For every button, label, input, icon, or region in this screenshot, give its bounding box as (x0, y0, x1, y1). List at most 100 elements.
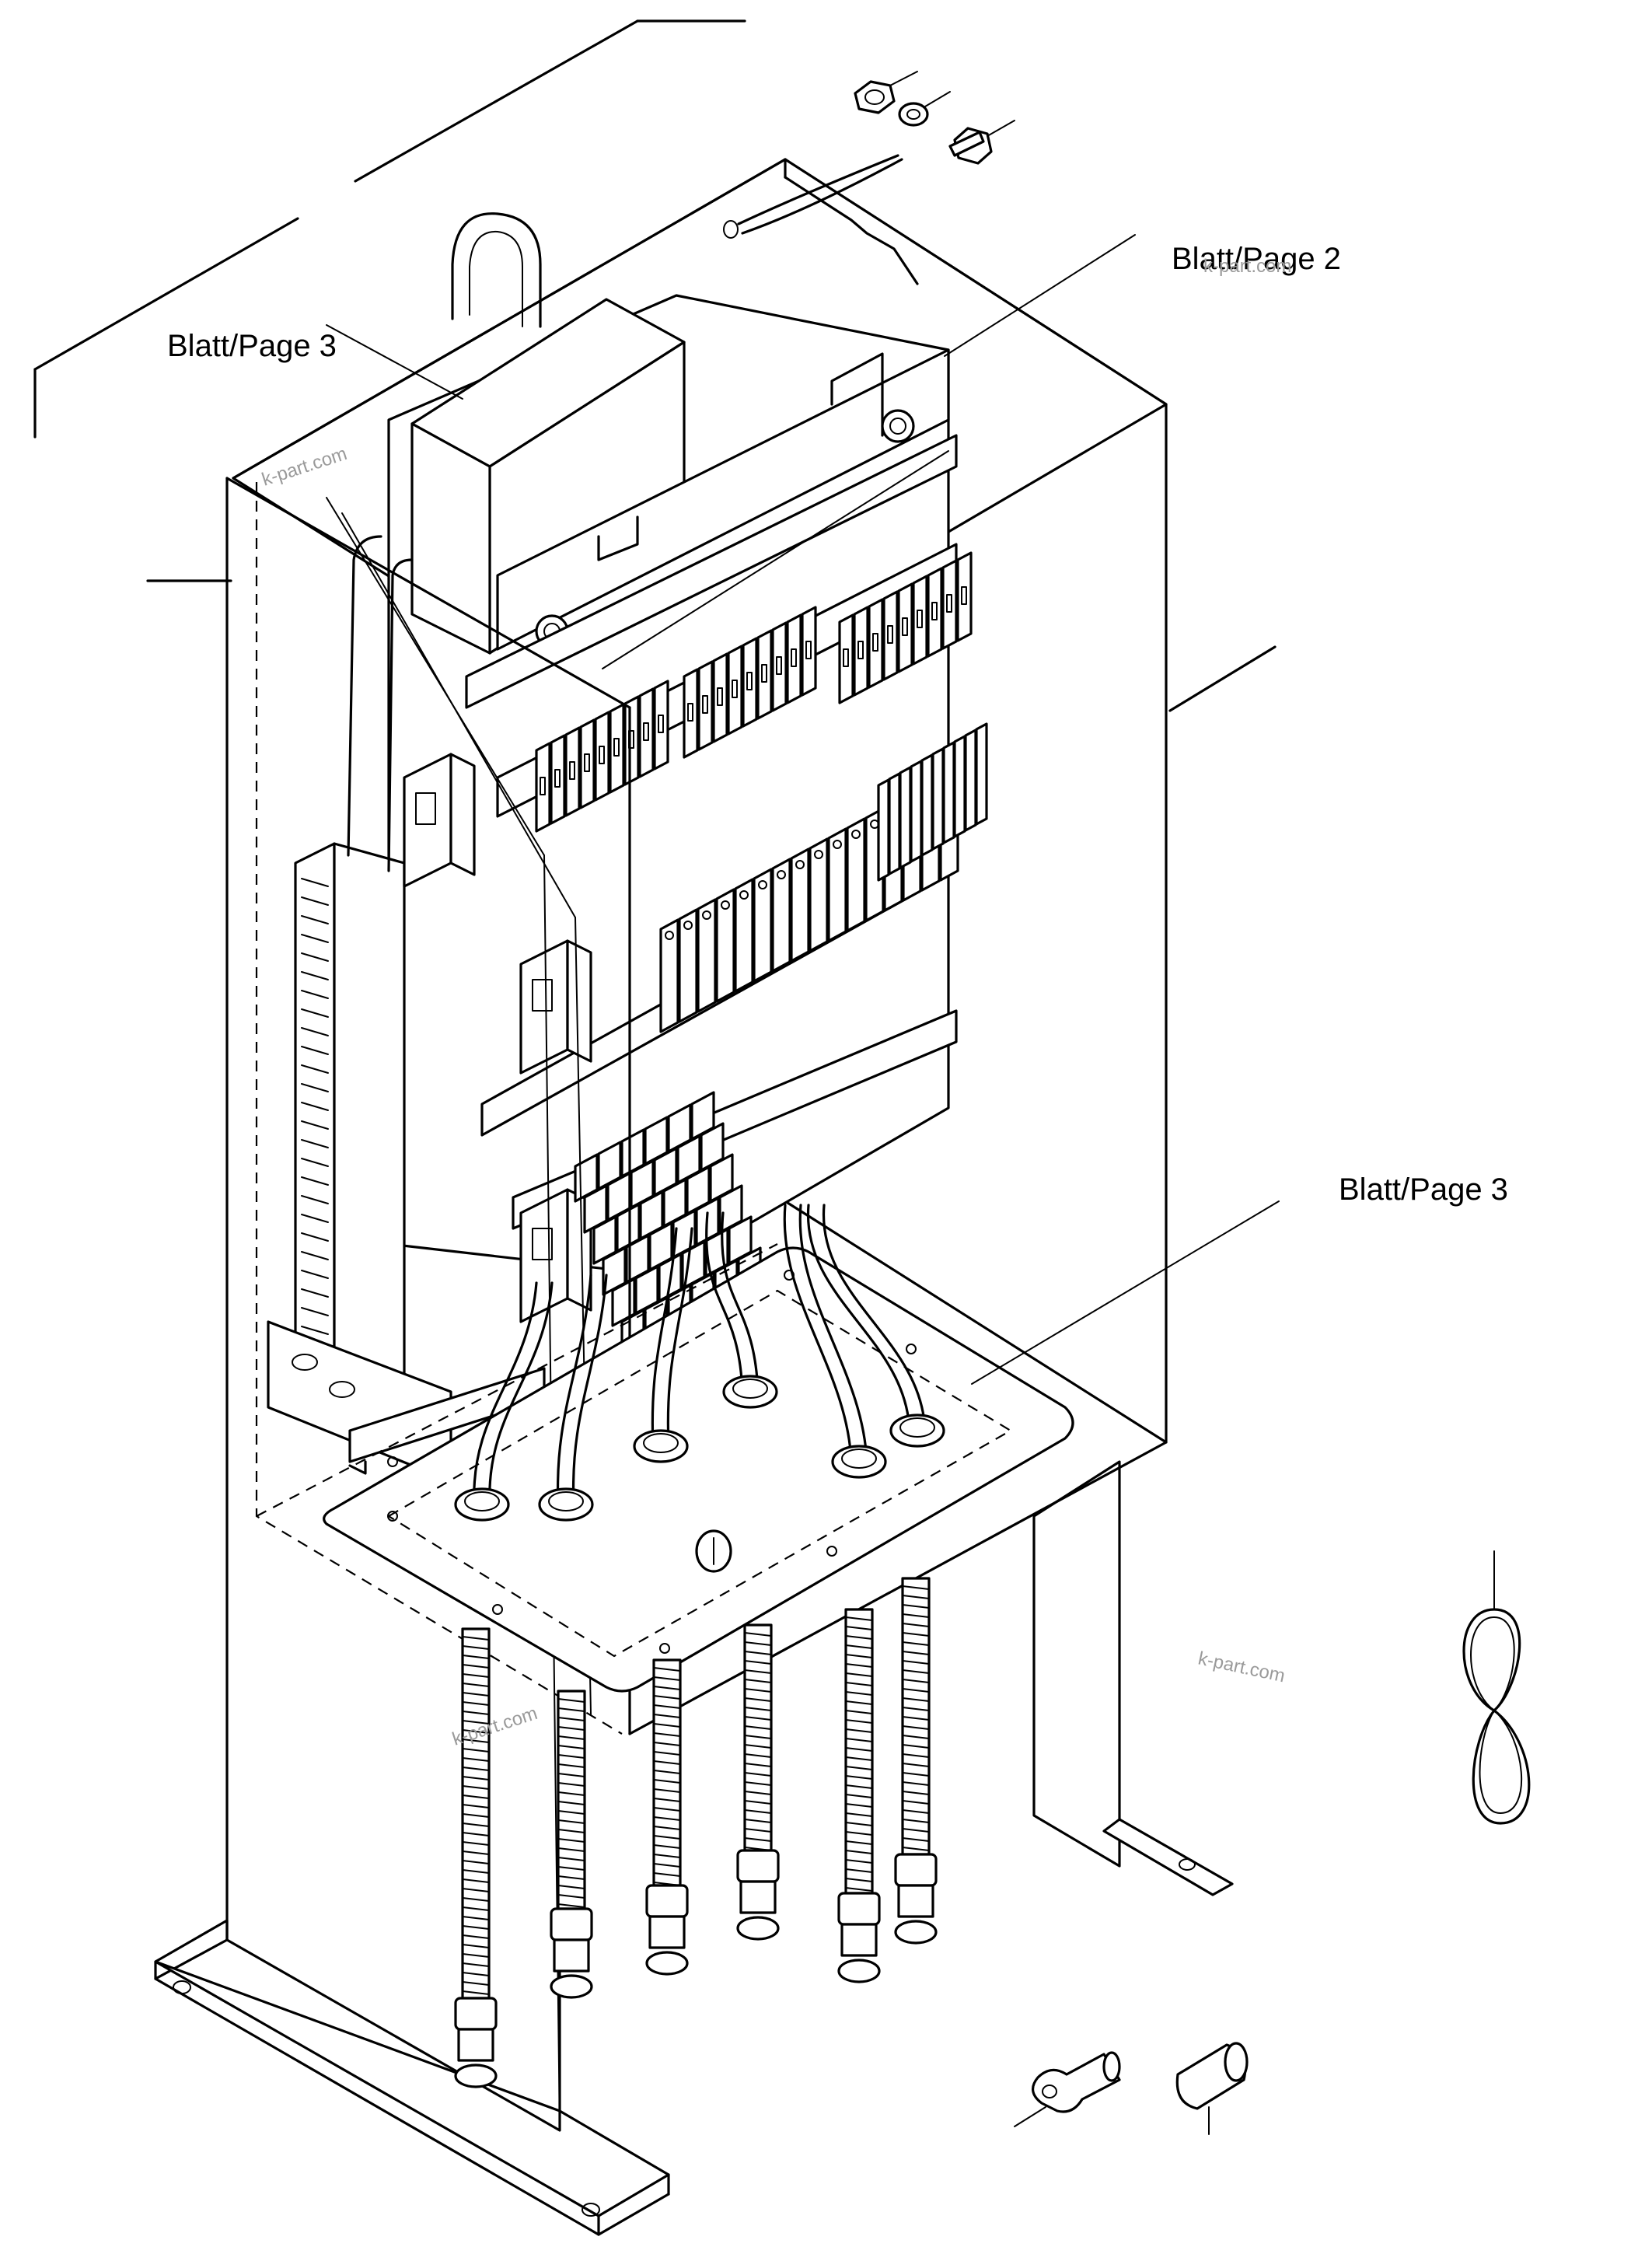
conduit-rib (902, 1716, 930, 1721)
terminal (838, 613, 854, 704)
terminal (801, 606, 817, 697)
relay-module (753, 868, 773, 983)
conduit-rib (462, 1683, 490, 1687)
connector-end (837, 1959, 881, 1983)
conduit-rib (462, 1934, 490, 1939)
terminal (964, 729, 977, 832)
conduit-rib (557, 1782, 585, 1787)
connector-nut (645, 1884, 689, 1918)
connector-nut (837, 1892, 881, 1926)
terminal-fuse (717, 687, 723, 706)
conduit-rib (653, 1732, 681, 1737)
conduit-rib (653, 1863, 681, 1868)
duct-slot (301, 1008, 329, 1018)
relay-indicator (739, 890, 749, 900)
conduit-rib (557, 1829, 585, 1833)
duct-slot (301, 971, 329, 980)
cable-tie-loop (1462, 1550, 1531, 1825)
connector-body (840, 1923, 878, 1957)
conduit-rib (462, 1981, 490, 1986)
contactor-side (449, 753, 476, 876)
conduit-rib (845, 1728, 873, 1733)
duct-slot (301, 878, 329, 887)
conduit-rib (845, 1794, 873, 1798)
conduit-rib (557, 1875, 585, 1880)
conduit-rib (744, 1809, 772, 1814)
terminal-fuse (569, 761, 575, 780)
conduit-rib (902, 1632, 930, 1637)
conduit-rib (557, 1866, 585, 1871)
conduit-rib (744, 1632, 772, 1637)
watermark-2: k-part.com (1203, 256, 1291, 277)
conduit-rib (462, 1869, 490, 1874)
conduit-rib (557, 1903, 585, 1908)
conduit-rib (902, 1641, 930, 1646)
conduit-rib (902, 1735, 930, 1739)
conduit-rib (845, 1766, 873, 1770)
conduit-rib (845, 1756, 873, 1761)
duct-slot (301, 1307, 329, 1316)
conduit-rib (902, 1791, 930, 1795)
connector-body (897, 1884, 934, 1918)
conduit-rib (902, 1753, 930, 1758)
conduit-rib (845, 1878, 873, 1882)
terminal (564, 726, 581, 817)
mounting-plate (267, 294, 988, 1483)
cable-duct-slots (301, 878, 329, 1354)
terminal-fuse (917, 610, 923, 628)
relay-module (715, 888, 735, 1003)
conduit-rib (462, 1739, 490, 1743)
terminal (786, 613, 802, 704)
contactor-face (532, 1228, 553, 1260)
terminal-fuse (761, 664, 767, 683)
relay-module (678, 908, 698, 1023)
terminal-fuse (961, 586, 967, 605)
duct-slot (301, 1176, 329, 1186)
terminal-blocks-upper (535, 551, 973, 833)
cable-gland-inner (548, 1491, 584, 1511)
conduit-rib (557, 1745, 585, 1749)
relay-indicator (721, 900, 730, 910)
terminal (899, 766, 912, 869)
terminal (594, 711, 610, 802)
cable-gland (633, 1429, 689, 1463)
conduit-rib (845, 1868, 873, 1873)
conduit-rib (653, 1704, 681, 1709)
conduit-rib (462, 1925, 490, 1930)
conduit-rib (462, 1813, 490, 1818)
conduit-rib (653, 1826, 681, 1830)
contactor-face (415, 792, 436, 825)
duct-slot (301, 952, 329, 962)
conduit-rib (557, 1698, 585, 1703)
conduit-rib (462, 1897, 490, 1902)
conduit-rib (845, 1747, 873, 1752)
conduit-rib (845, 1784, 873, 1789)
terminal-fuse (857, 641, 864, 659)
connector-body (648, 1915, 686, 1949)
connector-nut (550, 1907, 593, 1941)
terminal (683, 668, 699, 759)
conduit-rib (653, 1751, 681, 1756)
conduit-rib (845, 1654, 873, 1658)
terminal-fuse (732, 680, 738, 698)
cable (571, 1274, 608, 1506)
terminal (756, 629, 773, 720)
conduit-rib (462, 1972, 490, 1976)
callout-page3-right: Blatt/Page 3 (1339, 1172, 1508, 1207)
conduit-rib (462, 1962, 490, 1967)
conduit-rib (557, 1819, 585, 1824)
conduit-rib (557, 1773, 585, 1777)
terminal-fuse (931, 602, 938, 620)
terminal-fuse (776, 656, 782, 675)
contactor (519, 939, 569, 1075)
connector-end (550, 1974, 593, 1999)
relay-module (846, 817, 866, 932)
washer (898, 91, 951, 127)
conduit-rib (845, 1644, 873, 1649)
conduit-rib (462, 1794, 490, 1799)
watermark-3: k-part.com (1196, 1648, 1287, 1686)
conduit-rib (902, 1679, 930, 1683)
contactor (519, 1188, 569, 1323)
cable (798, 1204, 868, 1463)
conduit-rib (744, 1651, 772, 1655)
